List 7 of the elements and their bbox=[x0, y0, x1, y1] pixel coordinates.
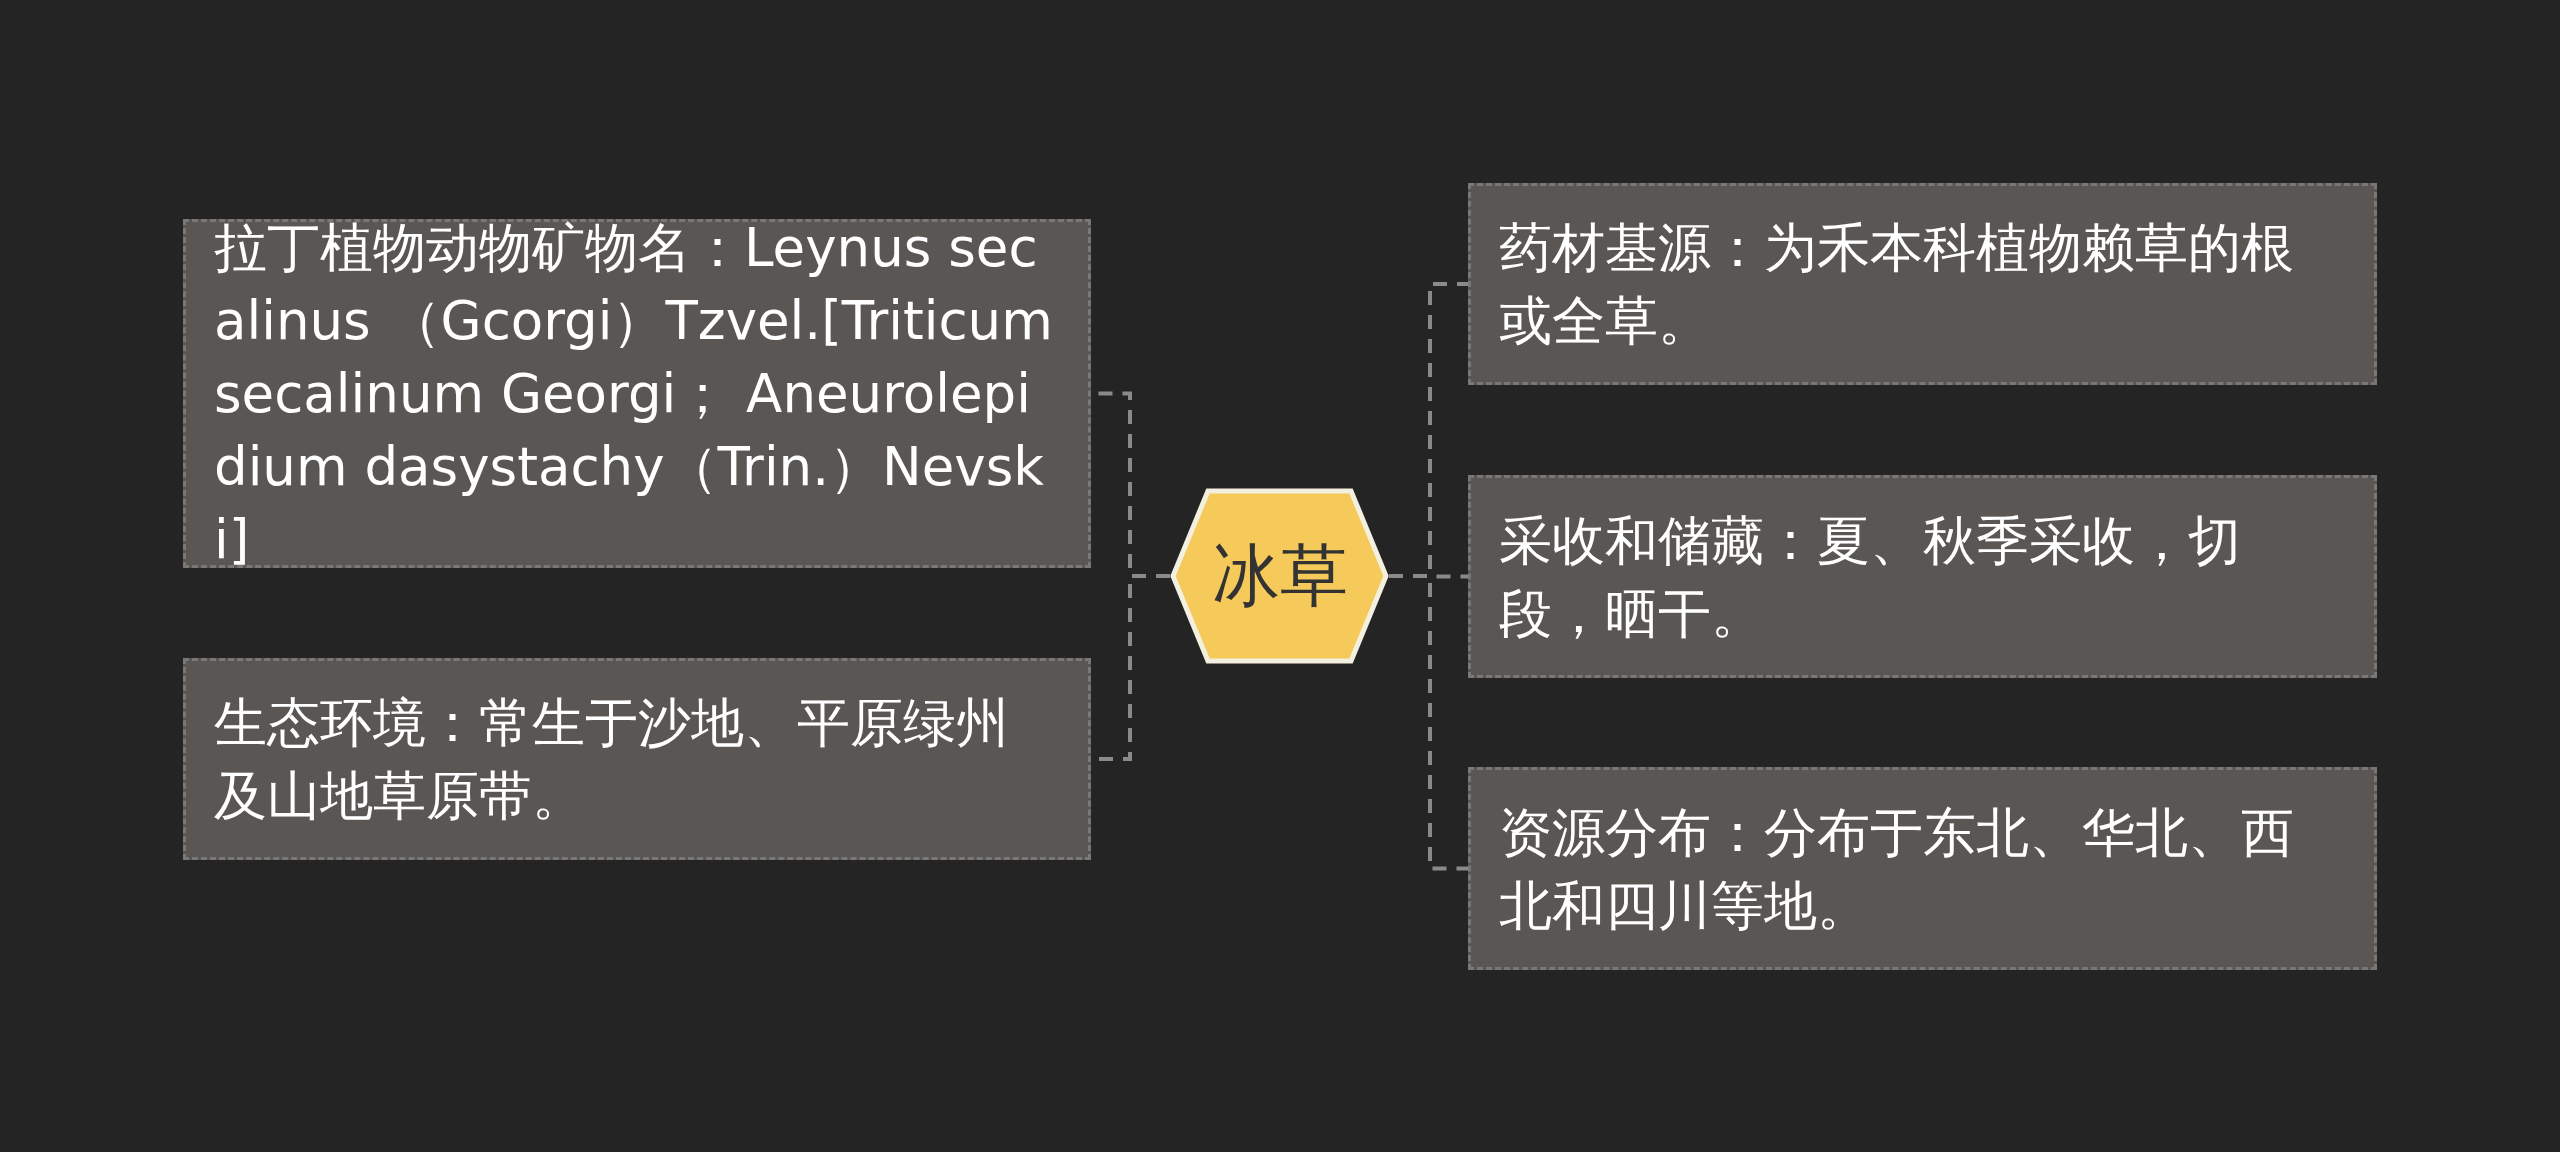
topic-box: 采收和储藏：夏、秋季采收，切段，晒干。 bbox=[1468, 475, 2377, 678]
topic-box: 资源分布：分布于东北、华北、西北和四川等地。 bbox=[1468, 767, 2377, 970]
topic-box: 生态环境：常生于沙地、平原绿州及山地草原带。 bbox=[183, 658, 1091, 860]
connector-line bbox=[1389, 574, 1468, 871]
topic-hexagon: 冰草 bbox=[1170, 488, 1389, 664]
topic-box: 药材基源：为禾本科植物赖草的根或全草。 bbox=[1468, 183, 2377, 385]
topic-box: 拉丁植物动物矿物名：Leynus secalinus （Gcorgi）Tzvel.[Triticum secalinum Georgi； Aneurolepidium dasystachy（Trin.）Nevski] bbox=[183, 219, 1091, 568]
